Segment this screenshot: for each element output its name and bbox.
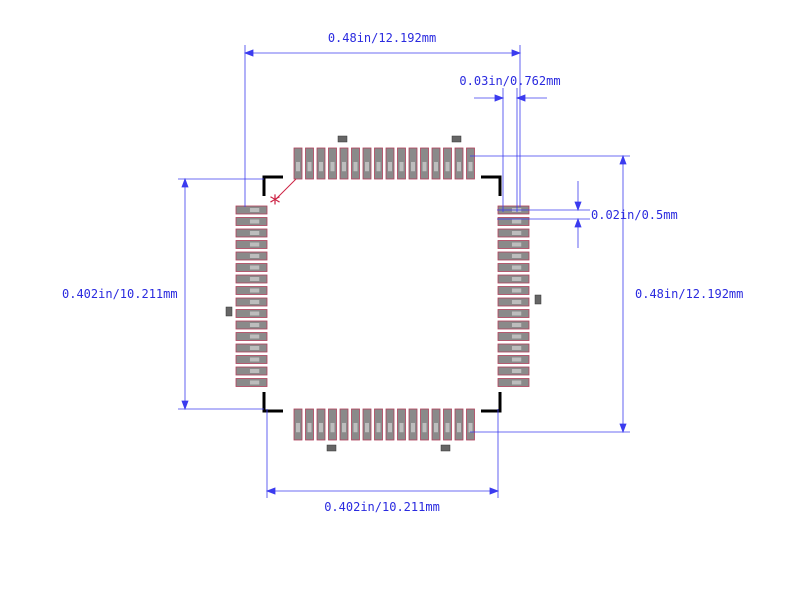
label-overall-width: 0.48in/12.192mm: [328, 31, 436, 45]
pad-left-8-lead: [249, 288, 260, 293]
pad-left-9-lead: [249, 300, 260, 304]
pad-top-2-lead: [307, 161, 312, 172]
pad-left-16-lead: [249, 380, 260, 385]
fiducial-left: [225, 306, 233, 317]
pad-left-5-lead: [249, 254, 260, 258]
pad-top-16-lead: [468, 161, 473, 172]
pad-right-6-lead: [511, 265, 522, 270]
label-body-height: 0.402in/10.211mm: [62, 287, 178, 301]
pad-top-15-lead: [457, 161, 461, 172]
pad-bottom-7-lead: [365, 422, 369, 433]
pad-top-9-lead: [388, 161, 392, 172]
pad-top-8-lead: [376, 161, 381, 172]
pin1-indicator: *: [270, 178, 297, 217]
pad-right-12-lead: [511, 334, 522, 339]
fiducial-marks: [225, 135, 542, 452]
pin1-leader-line: [275, 178, 297, 200]
dim-overall-height: [470, 154, 630, 434]
pad-right-7-lead: [511, 277, 522, 281]
corner-bottom-right: [481, 392, 502, 413]
pad-top-14-lead: [445, 161, 450, 172]
pad-top-12-lead: [422, 161, 427, 172]
dim-pad-width: [474, 88, 547, 212]
pad-bottom-5-lead: [342, 422, 346, 433]
dim-pitch: [497, 181, 590, 248]
dimension-lines: [178, 45, 630, 498]
pad-left-3-lead: [249, 231, 260, 235]
pad-left-4-lead: [249, 242, 260, 247]
corner-top-right: [481, 175, 502, 196]
pad-bottom-8-lead: [376, 422, 381, 433]
pad-right-10-lead: [511, 311, 522, 316]
pad-top-11-lead: [411, 161, 415, 172]
dimension-labels: 0.48in/12.192mm 0.03in/0.762mm 0.02in/0.…: [62, 31, 743, 514]
corner-bottom-left: [262, 392, 283, 413]
dim-body-width: [265, 409, 500, 498]
pad-left-7-lead: [249, 277, 260, 281]
pad-right-8-lead: [511, 288, 522, 293]
pad-bottom-2-lead: [307, 422, 312, 433]
pad-bottom-12-lead: [422, 422, 427, 433]
pad-top-3-lead: [319, 161, 323, 172]
pad-right-5-lead: [511, 254, 522, 258]
pad-top-10-lead: [399, 161, 404, 172]
pad-bottom-11-lead: [411, 422, 415, 433]
pad-top-6-lead: [353, 161, 358, 172]
pad-left-12-lead: [249, 334, 260, 339]
pad-left-10-lead: [249, 311, 260, 316]
fiducial-right: [534, 294, 542, 305]
package-body-outline: [262, 175, 502, 413]
dim-overall-width: [243, 45, 522, 207]
pad-right-14-lead: [511, 357, 522, 362]
pad-right-9-lead: [511, 300, 522, 304]
pad-left-1-lead: [249, 208, 260, 212]
pad-bottom-14-lead: [445, 422, 450, 433]
pad-left-11-lead: [249, 323, 260, 327]
pad-left-13-lead: [249, 346, 260, 350]
label-pad-width: 0.03in/0.762mm: [459, 74, 560, 88]
pad-top-5-lead: [342, 161, 346, 172]
pad-right-4-lead: [511, 242, 522, 247]
pad-right-13-lead: [511, 346, 522, 350]
fiducial-bottom-right: [440, 444, 451, 452]
pad-bottom-10-lead: [399, 422, 404, 433]
pad-left-14-lead: [249, 357, 260, 362]
dim-body-height: [178, 177, 264, 411]
pad-bottom-13-lead: [434, 422, 438, 433]
fiducial-top-right: [451, 135, 462, 143]
fiducial-top-left: [337, 135, 348, 143]
corner-top-left: [262, 175, 283, 196]
pad-right-2-lead: [511, 219, 522, 224]
pad-bottom-15-lead: [457, 422, 461, 433]
pad-right-16-lead: [511, 380, 522, 385]
pad-left-6-lead: [249, 265, 260, 270]
pad-bottom-6-lead: [353, 422, 358, 433]
pin1-marker: *: [270, 192, 281, 217]
pad-right-11-lead: [511, 323, 522, 327]
pad-bottom-9-lead: [388, 422, 392, 433]
pad-top-7-lead: [365, 161, 369, 172]
pad-left-2-lead: [249, 219, 260, 224]
pad-top-4-lead: [330, 161, 335, 172]
pad-top-13-lead: [434, 161, 438, 172]
pad-right-3-lead: [511, 231, 522, 235]
fiducial-bottom-left: [326, 444, 337, 452]
pad-right-15-lead: [511, 369, 522, 373]
pad-top-1-lead: [296, 161, 300, 172]
pad-bottom-4-lead: [330, 422, 335, 433]
label-body-width: 0.402in/10.211mm: [324, 500, 440, 514]
pad-bottom-1-lead: [296, 422, 300, 433]
pad-left-15-lead: [249, 369, 260, 373]
label-pitch: 0.02in/0.5mm: [591, 208, 678, 222]
label-overall-height: 0.48in/12.192mm: [635, 287, 743, 301]
pad-bottom-3-lead: [319, 422, 323, 433]
pad-array: [235, 147, 530, 441]
pad-bottom-16-lead: [468, 422, 473, 433]
